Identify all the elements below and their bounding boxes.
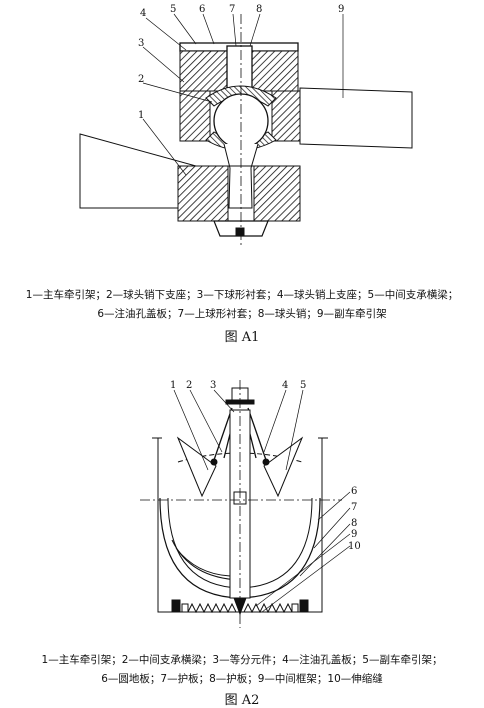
a2-legend-line-1: 1—主车牵引架；2—中间支承横梁；3—等分元件；4—注油孔盖板；5—副车牵引架； [41, 654, 443, 666]
a1-label-5: 5 [170, 4, 176, 15]
a2-label-1: 1 [170, 380, 176, 391]
a1-legend-line-1: 1—主车牵引架；2—球头销下支座；3—下球形衬套；4—球头销上支座；5—中间支承… [25, 289, 459, 301]
expansion-joint [187, 602, 293, 614]
a2-label-7: 7 [351, 502, 357, 513]
upper-support-right [251, 50, 299, 92]
upper-support-left [179, 50, 228, 92]
a2-label-10: 10 [348, 541, 361, 552]
a2-label-5: 5 [300, 380, 306, 391]
lower-support-left [177, 165, 229, 222]
ball-head [213, 93, 269, 149]
left-frame [176, 436, 217, 498]
a1-label-3: 3 [138, 38, 144, 49]
lower-support-right [253, 165, 301, 222]
a2-label-3: 3 [210, 380, 216, 391]
a2-label-2: 2 [186, 380, 192, 391]
beam-left [179, 90, 211, 142]
beam-right [271, 90, 301, 142]
figure-a1-drawing [79, 13, 413, 246]
a1-label-6: 6 [199, 4, 205, 15]
a1-label-9: 9 [338, 4, 344, 15]
a1-legend-line-2: 6—注油孔盖板；7—上球形衬套；8—球头销；9—副车牵引架 [97, 308, 387, 320]
oil-plug-center [226, 45, 253, 89]
a2-label-4: 4 [282, 380, 288, 391]
a1-label-4: 4 [140, 8, 146, 19]
a1-label-7: 7 [229, 4, 235, 15]
sub-frame-plate [299, 87, 413, 149]
a2-legend-line-2: 6—圆地板；7—护板；8—护板；9—中间框架；10—伸缩缝 [101, 673, 383, 685]
figure-a2-drawing [140, 380, 351, 628]
a2-label-9: 9 [351, 529, 357, 540]
right-frame [263, 436, 304, 498]
a2-label-8: 8 [351, 518, 357, 529]
a1-label-1: 1 [138, 110, 144, 121]
a2-title: 图 A2 [224, 693, 260, 708]
a1-label-8: 8 [256, 4, 262, 15]
a1-label-2: 2 [138, 74, 144, 85]
a1-title: 图 A1 [224, 330, 260, 345]
a2-label-6: 6 [351, 486, 357, 497]
